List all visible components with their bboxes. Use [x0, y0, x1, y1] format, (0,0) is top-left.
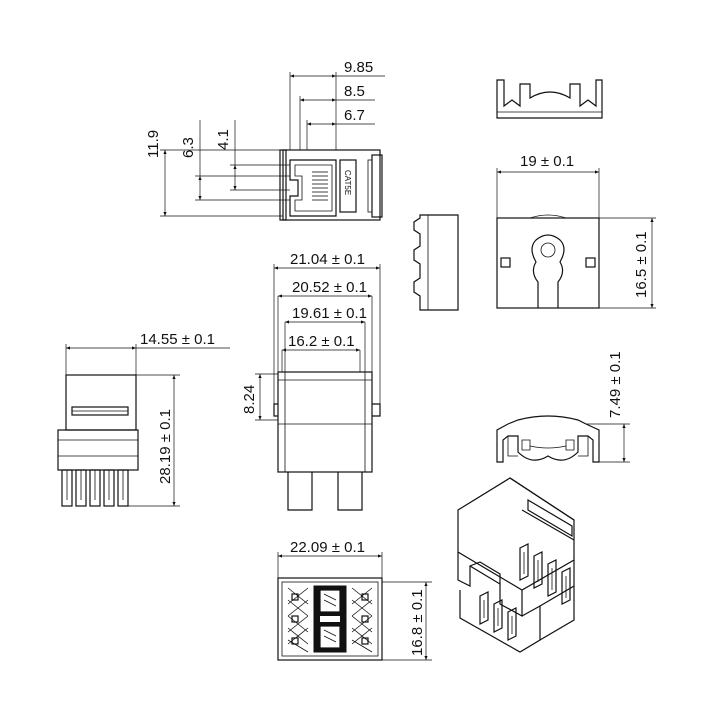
dim-side-w3: 19.61 ± 0.1 — [292, 305, 367, 322]
dim-top-w3: 6.7 — [344, 107, 365, 124]
top-view-dimensions: 9.85 8.5 6.7 11.9 6.3 4.1 — [145, 59, 385, 217]
side-view-leg-right — [337, 472, 363, 511]
dim-top-w2: 8.5 — [344, 83, 365, 100]
clip-top-view — [496, 79, 603, 119]
bottom-view-dimensions: 22.09 ± 0.1 16.8 ± 0.1 — [277, 539, 432, 661]
dim-left-h: 28.19 ± 0.1 — [157, 409, 174, 484]
left-view-upper-body — [65, 374, 137, 431]
dim-bottom-w: 22.09 ± 0.1 — [290, 539, 365, 556]
front-view — [496, 214, 600, 309]
idc-slots-left — [287, 587, 309, 653]
cat-label-plate — [339, 159, 357, 213]
clip-side-dimensions: 7.49 ± 0.1 — [586, 351, 630, 463]
dim-top-h2: 6.3 — [180, 137, 197, 158]
rj45-port-outline — [289, 159, 337, 217]
side-clip-view — [413, 214, 459, 311]
side-view-leg-left — [287, 472, 313, 511]
side-view-dimensions: 21.04 ± 0.1 20.52 ± 0.1 19.61 ± 0.1 16.2… — [241, 251, 381, 421]
side-view-body — [277, 371, 373, 473]
dim-front-w: 19 ± 0.1 — [520, 153, 574, 170]
left-view — [57, 374, 139, 507]
idc-slots-right — [351, 587, 373, 653]
bottom-view — [277, 577, 383, 661]
dim-side-w1: 21.04 ± 0.1 — [290, 251, 365, 268]
dim-front-h: 16.5 ± 0.1 — [633, 231, 650, 298]
left-view-pins — [61, 469, 129, 507]
side-view — [273, 371, 381, 511]
top-view-body — [282, 149, 381, 221]
port-contacts — [312, 171, 328, 201]
dim-left-w: 14.55 ± 0.1 — [140, 331, 215, 348]
isometric-view — [457, 477, 575, 653]
dim-clip-h: 7.49 ± 0.1 — [607, 351, 624, 418]
front-view-dimensions: 19 ± 0.1 16.5 ± 0.1 — [496, 153, 656, 309]
dim-top-h1: 11.9 — [145, 130, 162, 158]
dim-side-w4: 16.2 ± 0.1 — [288, 333, 355, 350]
dim-bottom-h: 16.8 ± 0.1 — [409, 589, 426, 656]
front-view-body — [496, 217, 600, 309]
left-view-dimensions: 14.55 ± 0.1 28.19 ± 0.1 — [65, 331, 230, 507]
clip-side-view — [496, 415, 600, 463]
cat-label-text: CAT5E — [343, 170, 352, 195]
keyhole-slot — [531, 234, 565, 308]
dim-side-h: 8.24 — [241, 385, 258, 414]
bottom-view-body — [277, 577, 383, 661]
dim-top-h3: 4.1 — [215, 129, 232, 150]
dim-side-w2: 20.52 ± 0.1 — [292, 279, 367, 296]
top-view: CAT5E — [279, 149, 383, 221]
dim-top-w1: 9.85 — [344, 59, 373, 76]
left-view-lower-body — [57, 429, 139, 471]
